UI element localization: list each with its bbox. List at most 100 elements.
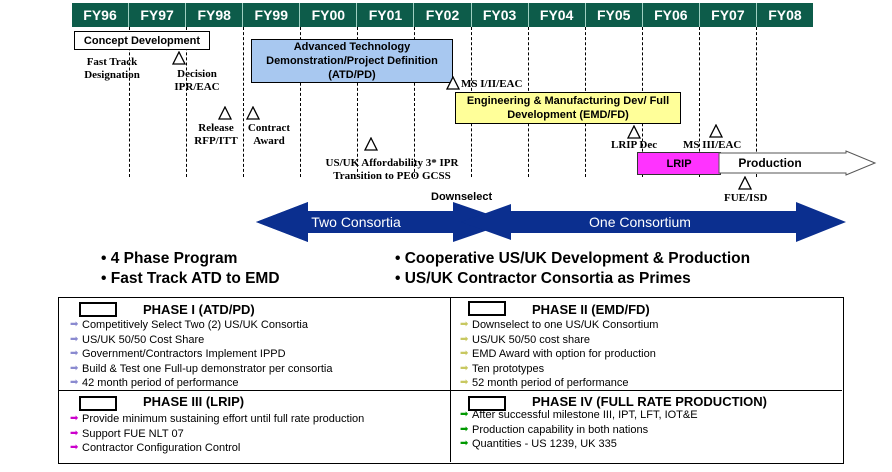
arrow-bullet-icon: ➡ <box>70 413 79 424</box>
fy-cell: FY06 <box>642 3 700 27</box>
one-consortium-label: One Consortium <box>589 214 691 230</box>
contract-milestone-triangle-icon <box>246 106 260 120</box>
phase-2-title: PHASE II (EMD/FD) <box>532 302 650 317</box>
year-divider <box>129 27 130 177</box>
year-divider <box>357 27 358 177</box>
phase-table-divider <box>450 297 451 462</box>
arrow-bullet-icon: ➡ <box>460 423 469 435</box>
arrow-bullet-icon: ➡ <box>70 348 79 359</box>
affordability-label: US/UK Affordability 3* IPR Transition to… <box>325 157 459 182</box>
production-arrow: Production <box>718 150 877 176</box>
ms-3-label: MS III/EAC <box>683 139 742 151</box>
arrow-bullet-icon: ➡ <box>460 377 469 388</box>
lrip-decision-label: LRIP Dec <box>611 139 658 151</box>
fy-cell: FY98 <box>186 3 244 27</box>
lrip-decision-triangle-icon <box>627 125 641 139</box>
phase-4-marker-box <box>468 396 506 411</box>
phase-1-marker-box <box>79 302 117 317</box>
fy-cell: FY05 <box>585 3 643 27</box>
fue-label: FUE/ISD <box>724 192 768 204</box>
summary-bullet: • US/UK Contractor Consortia as Primes <box>395 270 691 287</box>
list-item: ➡52 month period of performance <box>460 377 629 389</box>
phase-3-marker-box <box>79 396 117 411</box>
phase-4-title: PHASE IV (FULL RATE PRODUCTION) <box>532 394 767 409</box>
arrow-bullet-icon: ➡ <box>70 427 79 439</box>
decision-milestone-triangle-icon <box>172 51 186 65</box>
atd-pd-box: Advanced Technology Demonstration/Projec… <box>251 39 453 83</box>
phase-3-title: PHASE III (LRIP) <box>143 394 245 409</box>
list-item: ➡Production capability in both nations <box>460 423 649 436</box>
list-item: ➡Ten prototypes <box>460 362 545 375</box>
year-divider <box>186 27 187 177</box>
list-item: ➡EMD Award with option for production <box>460 348 656 360</box>
fast-track-label: Fast Track Designation <box>84 56 140 81</box>
arrow-bullet-icon: ➡ <box>70 442 79 453</box>
phase-1-list: ➡Competitively Select Two (2) US/UK Cons… <box>70 318 332 391</box>
arrow-bullet-icon: ➡ <box>460 362 469 374</box>
fy-cell: FY01 <box>357 3 415 27</box>
concept-development-box: Concept Development <box>74 31 210 50</box>
summary-bullet: • Cooperative US/UK Development & Produc… <box>395 250 751 267</box>
list-item: ➡42 month period of performance <box>70 377 239 389</box>
arrow-bullet-icon: ➡ <box>70 333 79 345</box>
list-item: ➡US/UK 50/50 cost share <box>460 333 591 346</box>
list-item: ➡Support FUE NLT 07 <box>70 427 184 440</box>
emd-fd-box: Engineering & Manufacturing Dev/ Full De… <box>455 92 681 124</box>
fy-cell: FY03 <box>471 3 529 27</box>
fy-cell: FY96 <box>72 3 130 27</box>
list-item: ➡Competitively Select Two (2) US/UK Cons… <box>70 319 308 331</box>
fy-cell: FY08 <box>756 3 814 27</box>
phase-3-list: ➡Provide minimum sustaining effort until… <box>70 412 364 456</box>
contract-label: Contract Award <box>247 122 291 147</box>
arrow-bullet-icon: ➡ <box>460 438 469 449</box>
fy-cell: FY04 <box>528 3 586 27</box>
year-divider <box>300 27 301 177</box>
lrip-box: LRIP <box>637 152 721 175</box>
phase-4-list: ➡After successful milestone III, IPT, LF… <box>460 408 698 452</box>
year-divider <box>699 27 700 177</box>
list-item: ➡Contractor Configuration Control <box>70 442 241 454</box>
summary-bullet: • 4 Phase Program <box>101 250 238 267</box>
consortia-arrows: Two Consortia One Consortium <box>256 202 846 242</box>
list-item: ➡Government/Contractors Implement IPPD <box>70 348 286 360</box>
arrow-bullet-icon: ➡ <box>460 409 469 420</box>
release-label: Release RFP/ITT <box>194 122 238 147</box>
arrow-bullet-icon: ➡ <box>70 362 79 374</box>
arrow-bullet-icon: ➡ <box>460 319 469 330</box>
summary-bullets-right: • Cooperative US/UK Development & Produc… <box>395 249 750 289</box>
two-consortia-label: Two Consortia <box>311 214 401 230</box>
year-divider <box>756 27 757 177</box>
ms-3-milestone-triangle-icon <box>709 124 723 138</box>
arrow-bullet-icon: ➡ <box>460 333 469 345</box>
one-consortium-arrow <box>461 202 846 242</box>
list-item: ➡Quantities - US 1239, UK 335 <box>460 438 617 450</box>
list-item: ➡US/UK 50/50 Cost Share <box>70 333 205 346</box>
release-milestone-triangle-icon <box>218 106 232 120</box>
phase-table <box>58 297 844 464</box>
list-item: ➡Downselect to one US/UK Consortium <box>460 319 659 331</box>
list-item: ➡After successful milestone III, IPT, LF… <box>460 409 698 421</box>
two-consortia-band <box>308 211 453 233</box>
affordability-milestone-triangle-icon <box>364 137 378 151</box>
phase-2-marker-box <box>468 301 506 316</box>
year-divider <box>243 27 244 177</box>
fy-cell: FY07 <box>699 3 757 27</box>
fy-cell: FY00 <box>300 3 358 27</box>
fy-cell: FY99 <box>243 3 301 27</box>
arrow-bullet-icon: ➡ <box>70 377 79 388</box>
fy-cell: FY02 <box>414 3 472 27</box>
list-item: ➡Provide minimum sustaining effort until… <box>70 413 365 425</box>
list-item: ➡Build & Test one Full-up demonstrator p… <box>70 362 333 375</box>
phase-1-title: PHASE I (ATD/PD) <box>143 302 255 317</box>
fy-cell: FY97 <box>129 3 187 27</box>
decision-label: Decision IPR/EAC <box>174 68 220 93</box>
arrow-bullet-icon: ➡ <box>70 319 79 330</box>
fiscal-year-header: FY96 FY97 FY98 FY99 FY00 FY01 FY02 FY03 … <box>72 3 814 27</box>
phase-2-list: ➡Downselect to one US/UK Consortium ➡US/… <box>460 318 658 391</box>
summary-bullets-left: • 4 Phase Program • Fast Track ATD to EM… <box>101 249 280 289</box>
downselect-label: Downselect <box>431 191 493 203</box>
arrow-bullet-icon: ➡ <box>460 348 469 359</box>
phase-table-divider <box>58 390 842 391</box>
production-label: Production <box>738 156 801 170</box>
summary-bullet: • Fast Track ATD to EMD <box>101 270 280 287</box>
